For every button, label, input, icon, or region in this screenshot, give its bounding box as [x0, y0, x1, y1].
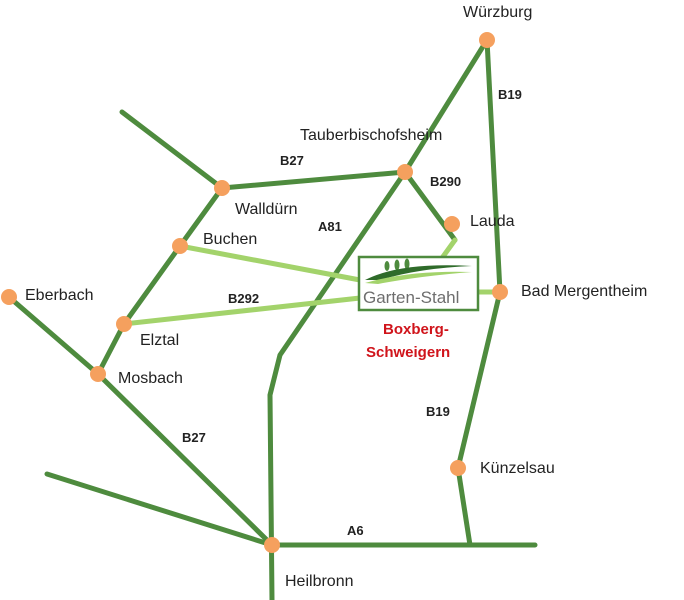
- town-dot-tauberbischofsheim: [397, 164, 413, 180]
- town-dot-heilbronn: [264, 537, 280, 553]
- city-label-lauda: Lauda: [470, 213, 515, 230]
- road-walldurn-mosbach: [95, 185, 225, 377]
- road-label-b292: B292: [228, 291, 259, 306]
- city-label-tauberbischofsheim: Tauberbischofsheim: [300, 127, 442, 144]
- destination-line-2: Schweigern: [366, 344, 450, 361]
- destination-line-1: Boxberg-: [383, 321, 449, 338]
- road-a6-west: [44, 471, 275, 548]
- road-b19-south: [455, 289, 503, 548]
- city-label-kuenzelsau: Künzelsau: [480, 460, 555, 477]
- city-label-walldurn: Walldürn: [235, 201, 298, 218]
- city-labels: Würzburg Tauberbischofsheim Lauda Bad Me…: [25, 4, 647, 590]
- town-dot-bad-mergentheim: [492, 284, 508, 300]
- city-label-mosbach: Mosbach: [118, 370, 183, 387]
- road-label-a6: A6: [347, 523, 364, 538]
- town-dot-eberbach: [1, 289, 17, 305]
- road-b27-south: [95, 371, 275, 548]
- town-dot-elztal: [116, 316, 132, 332]
- road-label-b27-south: B27: [182, 430, 206, 445]
- town-dots: [1, 32, 508, 553]
- town-dot-mosbach: [90, 366, 106, 382]
- road-label-b290: B290: [430, 174, 461, 189]
- road-tbb-wuerzburg: [402, 37, 490, 175]
- road-buchen-boxberg: [177, 243, 363, 283]
- town-dot-lauda: [444, 216, 460, 232]
- road-a81: [267, 169, 408, 600]
- road-b27-north: [219, 169, 408, 191]
- road-b292: [121, 295, 363, 327]
- town-dot-buchen: [172, 238, 188, 254]
- destination-label: Boxberg- Schweigern: [366, 321, 450, 361]
- town-dot-kuenzelsau: [450, 460, 466, 476]
- road-label-b19-north: B19: [498, 87, 522, 102]
- city-label-bad-mergentheim: Bad Mergentheim: [521, 283, 647, 300]
- road-label-b27-north: B27: [280, 153, 304, 168]
- road-b19-north: [484, 37, 503, 295]
- road-b27-northwest: [119, 109, 225, 191]
- garten-stahl-logo[interactable]: Garten-Stahl: [357, 255, 480, 312]
- city-label-wuerzburg: Würzburg: [463, 4, 532, 21]
- logo-text: Garten-Stahl: [363, 288, 459, 307]
- tree-landscape-logo-icon: [365, 258, 472, 284]
- road-labels: B19 B27 B290 A81 B292 B19 B27 A6: [182, 87, 522, 538]
- city-label-eberbach: Eberbach: [25, 287, 94, 304]
- town-dot-walldurn: [214, 180, 230, 196]
- city-label-buchen: Buchen: [203, 231, 257, 248]
- city-label-elztal: Elztal: [140, 332, 179, 349]
- road-label-b19-south: B19: [426, 404, 450, 419]
- town-dot-wuerzburg: [479, 32, 495, 48]
- road-lauda-boxberg: [439, 237, 458, 261]
- main-roads: [6, 37, 538, 600]
- road-label-a81: A81: [318, 219, 342, 234]
- city-label-heilbronn: Heilbronn: [285, 573, 353, 590]
- road-eberbach-mosbach: [6, 294, 101, 377]
